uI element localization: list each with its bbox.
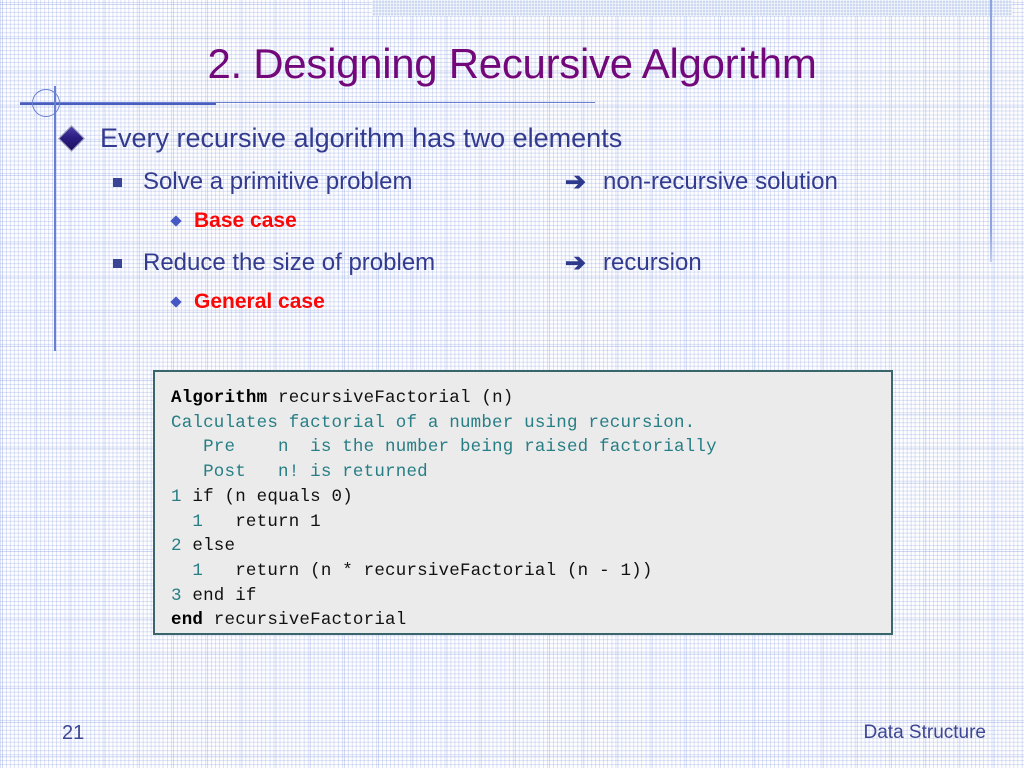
footer-right-label: Data Structure — [863, 722, 987, 743]
bullet-level2-label-solve: Solve a primitive problem — [143, 168, 413, 195]
code-keyword: Algorithm — [171, 388, 268, 408]
code-line-text: recursiveFactorial — [203, 610, 407, 631]
bullet-level2-label-reduce: Reduce the size of problem — [143, 249, 436, 276]
code-line-text: recursiveFactorial (n) — [267, 388, 514, 408]
bullet-level2-solve: Solve a primitive problem ➔ non-recursiv… — [113, 163, 1024, 201]
code-line-number: 1 — [171, 486, 182, 507]
arrow-right-icon-reduce: ➔ — [565, 249, 586, 277]
code-line-text: Post n! is returned — [171, 462, 428, 483]
code-line-text: end if — [181, 585, 257, 606]
code-line-text: return 1 — [203, 511, 321, 532]
square-bullet-icon — [113, 178, 122, 187]
slide-title: 2. Designing Recursive Algorithm — [207, 40, 817, 87]
code-line: Calculates factorial of a number using r… — [171, 411, 891, 436]
bullet-level3-label-general-case: General case — [194, 290, 325, 313]
code-line-text: Calculates factorial of a number using r… — [171, 412, 696, 433]
code-line-text: else — [181, 536, 236, 557]
code-line: 1 if (n equals 0) — [171, 485, 891, 510]
slide-body: Every recursive algorithm has two elemen… — [0, 118, 1024, 320]
code-line-number: 3 — [171, 585, 182, 606]
bullet-level3-base-case: Base case — [170, 203, 1024, 239]
arrow-right-icon-solve: ➔ — [565, 168, 586, 196]
code-line: end recursiveFactorial — [171, 608, 891, 633]
bullet-level2-result-reduce: recursion — [603, 249, 702, 276]
bullet-level3-label-base-case: Base case — [194, 209, 297, 232]
bullet-level1-label: Every recursive algorithm has two elemen… — [100, 123, 623, 153]
code-line-number: 1 — [192, 560, 204, 581]
code-line-number: 2 — [171, 536, 182, 557]
decorative-circle — [32, 89, 60, 117]
code-line: 3 end if — [171, 584, 891, 609]
top-decorative-band — [372, 0, 1012, 16]
algorithm-code-box: Algorithm recursiveFactorial (n)Calculat… — [153, 370, 893, 635]
small-diamond-bullet-icon-general — [170, 296, 182, 308]
decorative-horizontal-line — [20, 102, 595, 103]
code-line: 1 return (n * recursiveFactorial (n - 1)… — [171, 559, 891, 584]
code-line: Algorithm recursiveFactorial (n) — [171, 386, 891, 411]
algorithm-code-lines: Algorithm recursiveFactorial (n)Calculat… — [171, 386, 891, 633]
bullet-level1: Every recursive algorithm has two elemen… — [58, 118, 1024, 158]
code-line-text: Pre n is the number being raised factori… — [171, 437, 717, 458]
code-keyword: end — [171, 610, 204, 631]
bullet-level2-result-solve: non-recursive solution — [603, 168, 838, 195]
bullet-level3-general-case: General case — [170, 284, 1024, 320]
code-line-number: 1 — [192, 511, 204, 532]
decorative-horizontal-line-accent — [20, 103, 216, 105]
code-line-text: return (n * recursiveFactorial (n - 1)) — [203, 560, 653, 581]
bullet-level2-reduce: Reduce the size of problem ➔ recursion — [113, 244, 1024, 282]
code-line: Post n! is returned — [171, 460, 891, 485]
diamond-3d-bullet-icon — [58, 125, 85, 152]
code-line: 1 return 1 — [171, 510, 891, 535]
square-bullet-icon-reduce — [113, 259, 122, 268]
code-line: Pre n is the number being raised factori… — [171, 435, 891, 460]
small-diamond-bullet-icon-base — [170, 215, 182, 227]
page-number: 21 — [62, 722, 85, 744]
code-line: 2 else — [171, 534, 891, 559]
code-line-text: if (n equals 0) — [181, 486, 353, 507]
